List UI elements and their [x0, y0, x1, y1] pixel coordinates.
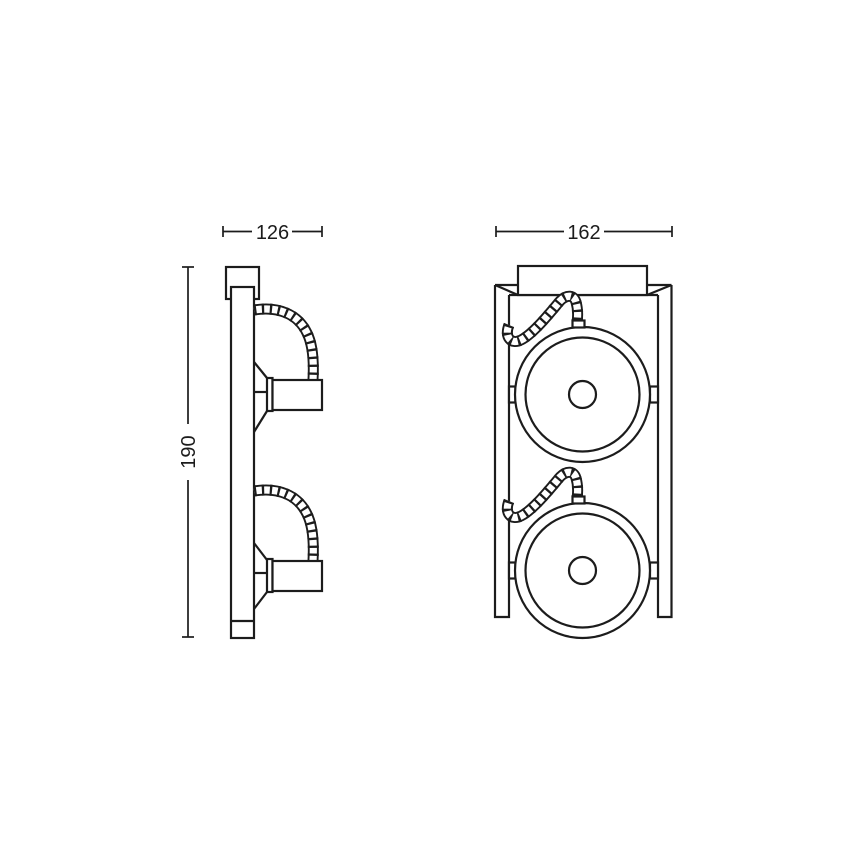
frame-left-rail: [493, 285, 511, 619]
dimension-height: 190: [177, 266, 200, 638]
dimension-side-width: 126: [222, 221, 323, 244]
upper-coiled-cable: [253, 303, 319, 381]
side-upper-lamp-unit: [253, 303, 324, 433]
dimension-label-190: 190: [178, 435, 200, 468]
lower-lamp-center-hub: [567, 555, 598, 586]
upper-lamp-inner-ring: [524, 336, 641, 453]
lower-coiled-cable: [253, 484, 319, 562]
side-lower-lamp-unit: [253, 484, 324, 610]
front-view: [493, 264, 673, 640]
front-upper-spotlight: [501, 290, 652, 464]
upper-reflector-cone-bottom-edge: [253, 410, 268, 433]
frame-left-bevel: [494, 283, 519, 297]
frame-right-bevel: [646, 283, 672, 297]
upper-reflector-cone-top-edge: [253, 361, 268, 379]
dimension-front-width: 162: [495, 221, 673, 244]
upper-cable-connector: [571, 319, 586, 329]
dimension-label-126: 126: [256, 222, 289, 244]
label-mask: [177, 424, 199, 480]
lower-front-coiled-cable: [501, 466, 584, 523]
lower-right-pivot-tab: [648, 561, 660, 580]
side-view: [224, 265, 324, 640]
lower-reflector-cone-top-edge: [253, 542, 268, 561]
front-lower-spotlight: [501, 466, 652, 640]
upper-lamp-body: [271, 378, 324, 412]
upper-right-pivot-tab: [648, 385, 660, 404]
upper-lamp-outer-ring: [513, 325, 652, 464]
upper-front-coiled-cable: [501, 290, 584, 347]
lower-lamp-inner-ring: [524, 512, 641, 629]
label-mask: [564, 221, 604, 241]
side-frame-plate: [229, 285, 256, 640]
dimension-label-162: 162: [567, 222, 600, 244]
lower-reflector-cone-bottom-edge: [253, 591, 268, 610]
frame-right-rail: [656, 285, 673, 619]
lower-cable-connector: [571, 495, 586, 505]
front-mounting-block: [516, 264, 649, 297]
lower-lamp-outer-ring: [513, 501, 652, 640]
lower-lamp-body: [271, 559, 324, 593]
upper-lamp-center-hub: [567, 379, 598, 410]
label-mask: [252, 221, 292, 241]
